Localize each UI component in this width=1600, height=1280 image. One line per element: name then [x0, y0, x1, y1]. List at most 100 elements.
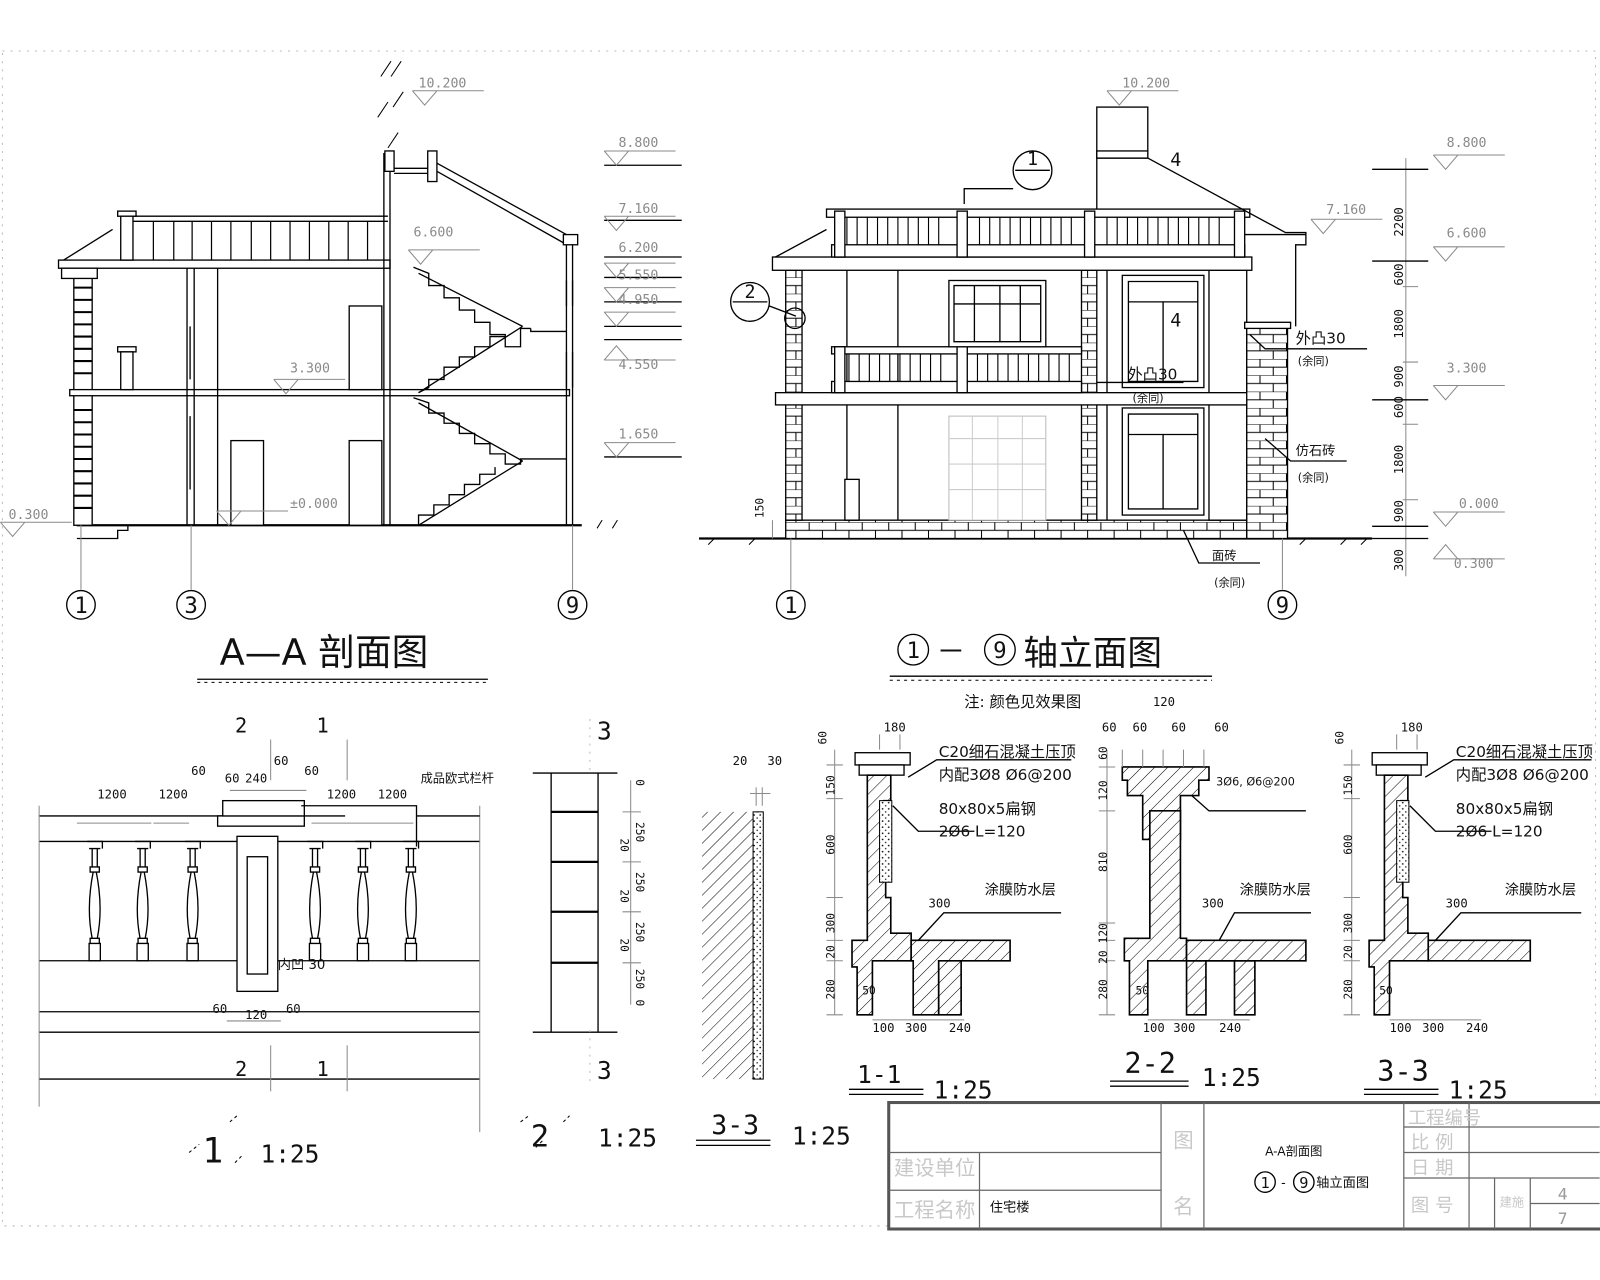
- dimension: 100: [1390, 1021, 1412, 1035]
- dimension: 250: [633, 922, 646, 942]
- dimension: 0: [633, 1000, 646, 1007]
- chimney: [1096, 106, 1149, 159]
- svg-text:1: 1: [906, 638, 920, 664]
- level-label: 8.800: [1447, 136, 1487, 151]
- svg-text:9: 9: [1299, 1174, 1308, 1192]
- cut-mark: 2: [235, 1057, 247, 1081]
- railing-detail-1: 2 1 2 1 1200 1200 60 60 240 60 60 1200 1…: [38, 713, 494, 1172]
- dimension: 60: [191, 764, 206, 778]
- dimension: 300: [1202, 897, 1224, 911]
- door: [348, 439, 383, 526]
- dimension: 60: [1132, 720, 1147, 734]
- dimension: 150: [1342, 775, 1355, 795]
- dimension: 300: [1446, 897, 1468, 911]
- dimension: 300: [1342, 913, 1355, 933]
- window: [1121, 274, 1205, 389]
- note: 外凸30: [1127, 365, 1177, 383]
- detail-label: 3-3: [711, 1110, 759, 1141]
- note: 涂膜防水层: [985, 881, 1056, 898]
- note: 2Ø6 L=120: [939, 822, 1026, 840]
- level-label: 6.600: [413, 226, 453, 241]
- dimension: 120: [1097, 923, 1110, 943]
- second-floor-slab: [69, 388, 571, 397]
- note: (余同): [1298, 470, 1329, 484]
- dimension: 240: [1219, 1021, 1241, 1035]
- detail-scale: 1:25: [1449, 1075, 1508, 1104]
- level-label: 4.550: [618, 358, 658, 373]
- dimension: 810: [1097, 852, 1110, 872]
- note: 仿石砖: [1296, 443, 1336, 459]
- dimension: 300: [929, 897, 951, 911]
- svg-text:1: 1: [1027, 149, 1038, 170]
- floor-band: [774, 392, 1251, 406]
- section-detail-2-2: 120 60 60 60 60 60 120 810 120 20 280 10…: [1097, 695, 1311, 1092]
- dimension: 20: [617, 889, 630, 903]
- dimension: 0: [633, 779, 646, 786]
- detail-scale: 1:25: [934, 1075, 993, 1104]
- dimension: 1200: [158, 788, 187, 802]
- svg-text:1800: 1800: [1392, 309, 1406, 338]
- svg-text:轴立面图: 轴立面图: [1316, 1175, 1369, 1191]
- axis-bubble: 9: [557, 589, 588, 620]
- dimension: 60: [1214, 720, 1229, 734]
- window: [948, 279, 1047, 348]
- note: (余同): [1214, 575, 1245, 589]
- section-detail-3-3: 180 60 150 600 300 20 280 100 300 240 30…: [1334, 720, 1593, 1104]
- dimension: 600: [1342, 834, 1355, 854]
- dimension: 240: [1466, 1021, 1488, 1035]
- detail-2: 0 250 20 250 20 250 20 250 0 3 3 2 1:25: [520, 716, 657, 1154]
- dimension: 60: [225, 771, 240, 785]
- axis-bubble: 1: [775, 589, 806, 620]
- owner-label: 建设单位: [894, 1156, 976, 1180]
- cut-mark: 1: [317, 1057, 329, 1081]
- dimension: 150: [753, 498, 766, 518]
- level-label: ±0.000: [290, 497, 338, 512]
- svg-text:9: 9: [566, 593, 580, 619]
- dimension: 250: [633, 969, 646, 989]
- axis-bubble: 1: [66, 589, 96, 620]
- note: 涂膜防水层: [1240, 881, 1311, 898]
- drawing-name: 1 - 9 轴立面图: [1254, 1171, 1369, 1193]
- section-title: A—A 剖面图: [220, 631, 429, 674]
- level-label: 1.650: [618, 428, 658, 443]
- elevation-title: 1 － 9 轴立面图: [897, 633, 1162, 674]
- dimension: 60: [1097, 746, 1110, 760]
- level-label: 10.200: [419, 77, 467, 92]
- detail-label: 1: [202, 1132, 223, 1172]
- note: 成品欧式栏杆: [421, 770, 494, 785]
- svg-text:1: 1: [1260, 1174, 1269, 1192]
- note: (余同): [1298, 354, 1329, 368]
- project-label: 工程名称: [894, 1198, 976, 1222]
- project-no-label: 工程编号: [1408, 1108, 1481, 1129]
- dimension: 20: [617, 938, 630, 952]
- axis-bubble: 3: [176, 589, 207, 620]
- roof-slab: [57, 259, 391, 269]
- note: (余同): [1132, 391, 1163, 405]
- sheet-number: 4: [1558, 1184, 1568, 1203]
- dimension: 20: [617, 838, 630, 852]
- project-value: 住宅楼: [990, 1200, 1030, 1216]
- svg-text:2200: 2200: [1392, 207, 1406, 236]
- cut-mark: 3: [597, 716, 612, 745]
- level-label: 8.800: [618, 136, 658, 151]
- sheet-no-label: 图 号: [1411, 1196, 1454, 1217]
- sheet-border: [1, 50, 1597, 1227]
- dimension: 60: [286, 1002, 301, 1016]
- note: 3Ø6, Ø6@200: [1216, 775, 1295, 788]
- dimension: 60: [1171, 720, 1186, 734]
- dimension-chain: 2200 600 1800 900 600 1800 900 300: [1372, 158, 1429, 577]
- detail-label: 3-3: [1377, 1054, 1429, 1088]
- level-label: 4.950: [618, 293, 658, 308]
- dimension: 60: [213, 1002, 228, 1016]
- note: 80x80x5扁钢: [1456, 800, 1553, 818]
- cut-mark: 2: [235, 713, 247, 737]
- door: [348, 305, 383, 391]
- roof-band: [771, 256, 1253, 271]
- detail-3-3-wall: 20 30 3-3 1:25: [695, 754, 851, 1150]
- plinth-tile: [785, 519, 1248, 540]
- dimension: 50: [862, 984, 876, 997]
- dimension: 20: [1342, 945, 1355, 959]
- level-label: 3.300: [290, 361, 330, 376]
- dimension: 20: [825, 945, 838, 959]
